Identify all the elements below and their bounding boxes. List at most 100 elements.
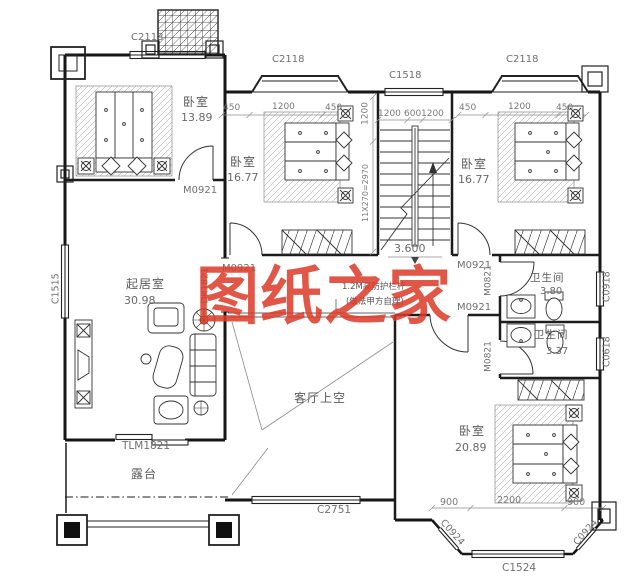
door-m0921-tr [457,222,491,256]
nightstand [567,187,584,204]
nightstand [153,157,171,175]
furniture [74,85,586,504]
dim-tm-mid: 1200 [272,102,295,112]
dim-tr-mid: 1200 [508,102,531,112]
level-mark [388,256,442,264]
label-room-void: 客厅上空 [294,391,347,405]
door-m0921-tl [178,145,214,181]
label-window-c1515: C1515 [50,273,62,305]
watermark: 图纸之家 [196,260,452,333]
label-room-living: 起居室 [126,277,166,291]
label-door-m0921-tl: M0921 [183,185,218,196]
bay-window-c2118-right [491,75,589,93]
dim-br-mid: 2200 [497,495,522,506]
doors [178,145,535,375]
railing-note-line1: 1.2M高防护栏杆 [342,282,406,292]
window-c0924-right [575,527,598,551]
label-level-3600: 3.600 [394,242,426,255]
nightstand [565,484,583,502]
railing-note-line2: (做法甲方自理) [346,297,404,307]
label-area-living: 30.98 [124,294,156,307]
door-m0821-top [499,261,535,297]
dim-tm-left: 450 [223,103,241,113]
dimension-lines [218,93,607,512]
window-c0924-left [437,527,460,551]
window-c2751 [251,495,361,505]
void-area [228,299,395,496]
dim-stair-run: 11X270=2970 [361,164,370,222]
label-window-c0618: C0618 [601,336,613,368]
nightstand [77,157,95,175]
roof-grid-block [157,9,219,55]
terrace-columns [56,514,240,546]
label-window-c1518: C1518 [389,70,422,81]
label-door-m0821-bottom: M0821 [483,341,494,372]
label-area-bedroom-tm: 16.77 [227,171,259,184]
structure-decor [50,9,617,546]
dim-tr-left: 450 [459,103,477,113]
dim-stair-vertical: 1200 [360,102,371,125]
label-room-bathroom-top: 卫生间 [530,272,565,284]
dim-tr-right: 450 [556,103,574,113]
bathroom-top-fixtures [506,291,564,321]
label-door-m0921-tm: M0921 [222,263,257,274]
window-c1518 [384,87,444,97]
label-window-c2751: C2751 [317,504,352,516]
window-c1515 [60,244,70,319]
label-window-c2118-mid: C2118 [272,54,305,65]
label-room-bedroom-br: 卧室 [459,424,486,438]
dim-br-right: 900 [567,497,586,508]
nightstand [565,404,583,422]
door-m0921-tm [229,222,263,256]
wardrobe-tm [281,229,353,255]
dim-tm-right: 450 [325,103,343,113]
label-window-c0918: C0918 [601,271,613,303]
exterior-walls [63,53,604,556]
window-c1524 [471,549,565,559]
label-area-bathroom-bottom: 3.37 [546,346,569,357]
label-area-bedroom-tl: 13.89 [181,111,213,124]
bathroom-bottom-fixtures [506,323,565,354]
label-door-m0821-top: M0821 [483,265,494,296]
terrace-railing [87,520,209,528]
bay-window-c2118-mid [251,75,349,93]
nightstand [337,105,354,122]
label-area-bedroom-br: 20.89 [455,441,487,454]
wall-pilasters [56,40,617,531]
dim-stair-mid: 600 [404,109,422,119]
door-m0821-bottom [499,340,534,375]
label-area-bedroom-tr: 16.77 [458,173,490,186]
label-door-m0921-tr: M0921 [457,260,492,271]
dim-br-left: 900 [440,497,459,508]
dim-stair-left: 1200 [378,109,401,119]
label-room-bedroom-tl: 卧室 [183,95,210,109]
bed-top-left [75,85,173,177]
corner-pilaster-top-left [50,46,86,80]
label-room-bedroom-tm: 卧室 [230,155,257,169]
stair-break-line [380,157,450,251]
wardrobe-br [517,379,585,401]
corridor-railing [228,312,395,318]
dim-stair-right: 1200 [421,109,444,119]
interior-walls [65,92,600,520]
bed-top-middle [263,105,354,204]
tv-cabinet [74,319,93,409]
label-room-bedroom-tr: 卧室 [461,157,488,171]
nightstand [337,187,354,204]
label-window-c2118-right: C2118 [506,54,539,65]
label-room-bathroom-bottom: 卫生间 [534,329,569,341]
bed-top-right [497,105,584,204]
staircase [380,125,450,251]
wardrobe-tr [514,229,586,255]
label-door-tlm1821: TLM1821 [122,440,171,452]
window-c0918 [595,271,605,307]
nightstand [567,105,584,122]
label-room-terrace: 露台 [131,467,158,481]
sofa-set [140,302,217,425]
label-door-m0921-br: M0921 [457,302,492,313]
door-m0921-br [429,314,469,353]
label-window-c1524: C1524 [502,562,537,574]
bed-bottom-right [494,404,583,504]
